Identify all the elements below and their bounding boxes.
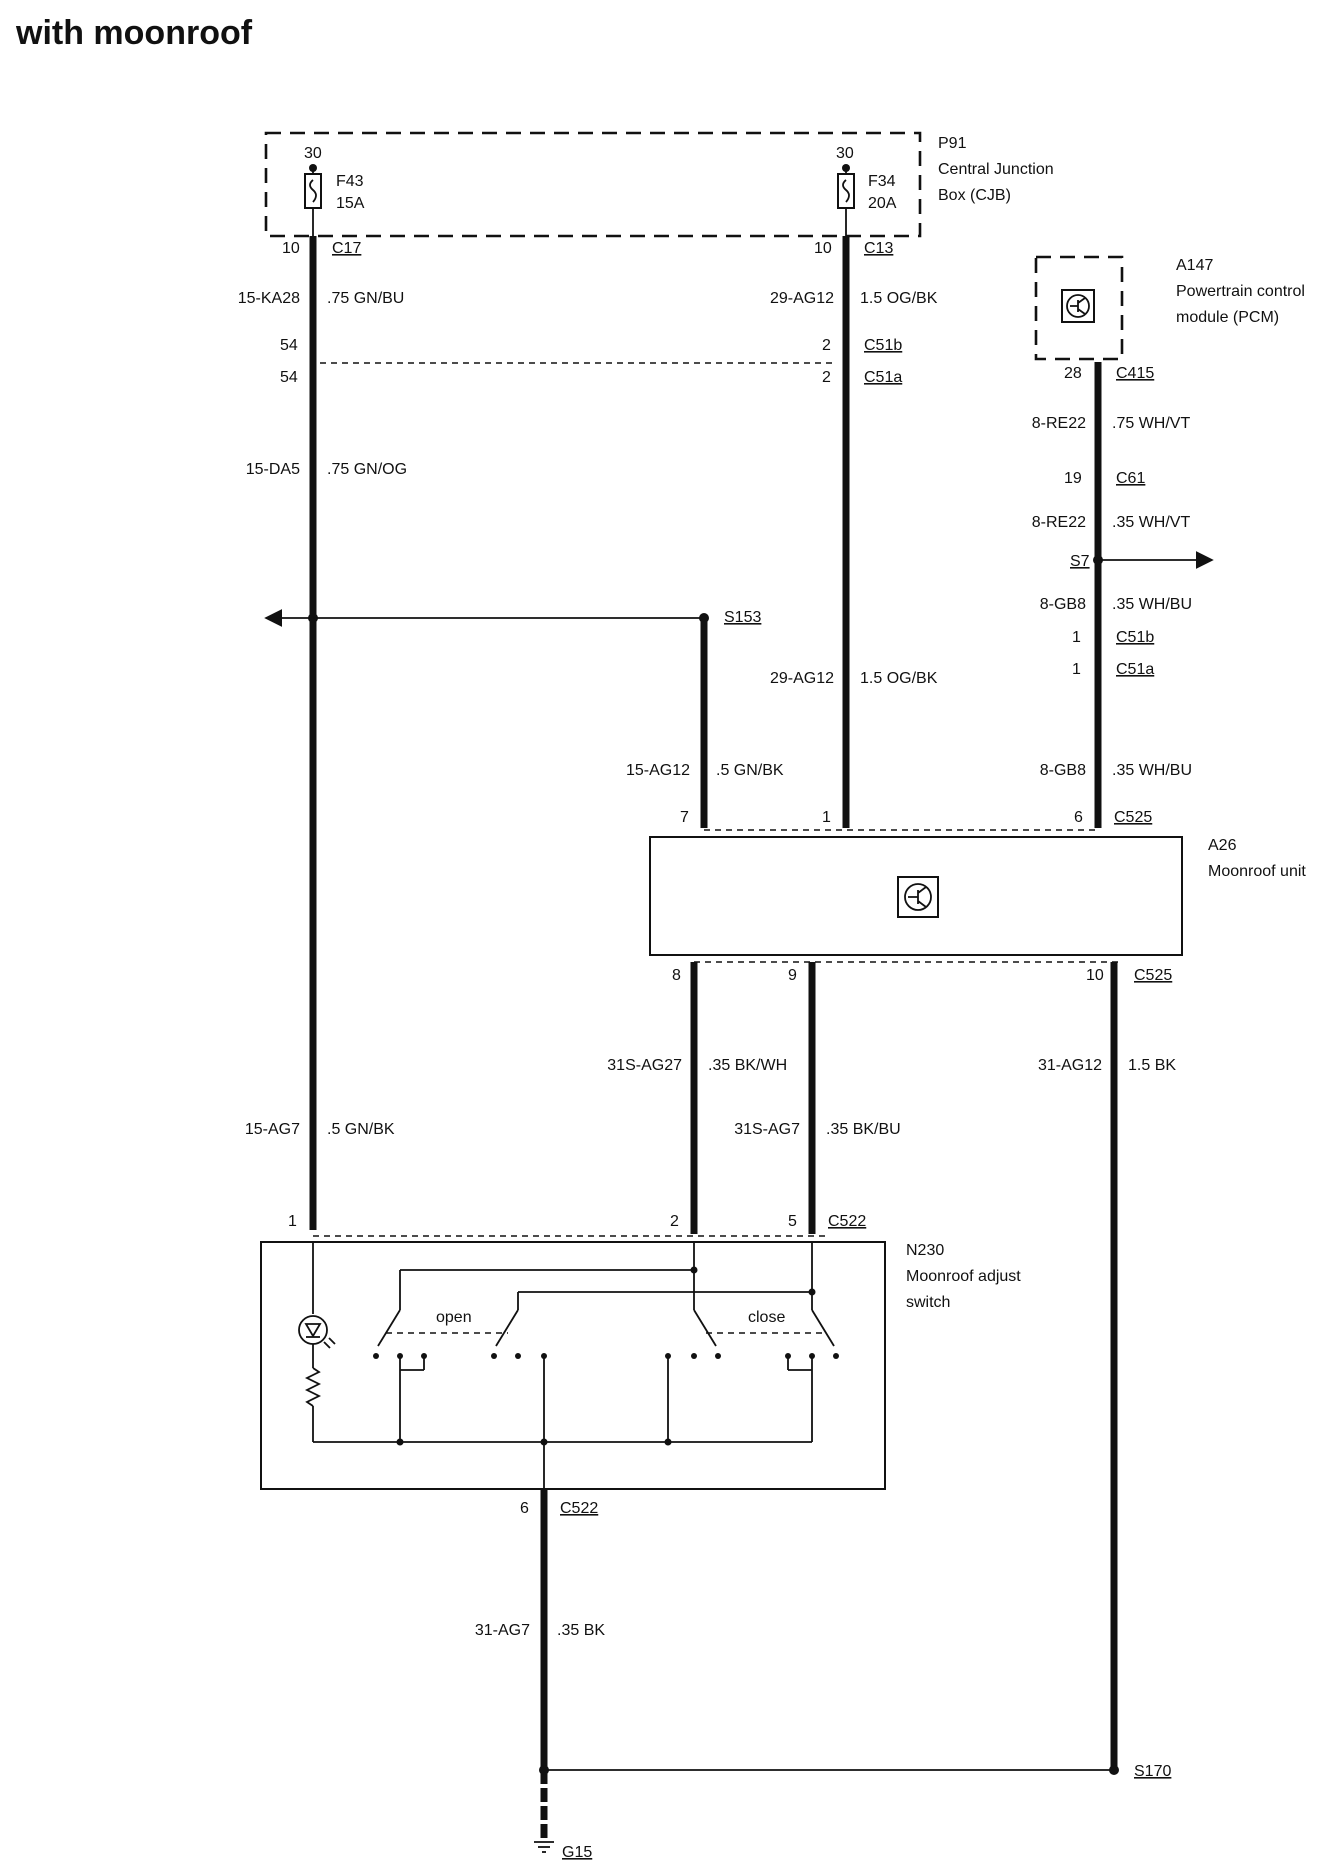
wire-spec: .35 BK/BU [826,1121,901,1138]
connector-c51a: C51a [864,369,902,386]
ground-g15: G15 [562,1844,592,1861]
wire-circuit: 8-RE22 [1032,514,1086,531]
ecu-symbol-icon [897,876,939,918]
wire-spec: .5 GN/BK [716,762,784,779]
wire-spec: .75 WH/VT [1112,415,1190,432]
wire-spec: .35 BK [557,1622,605,1639]
connector-c415: C415 [1116,365,1154,382]
wire-circuit: 29-AG12 [770,290,834,307]
connector-c522: C522 [828,1213,866,1230]
f43-id: F43 [336,173,364,190]
wire-spec: .35 BK/WH [708,1057,787,1074]
wire-circuit: 15-AG7 [245,1121,300,1138]
wire-spec: .35 WH/VT [1112,514,1190,531]
pin-label: 2 [822,369,831,386]
splice-s7: S7 [1070,553,1090,570]
a26-id: A26 [1208,837,1237,854]
wire-circuit: 15-KA28 [238,290,300,307]
pin-label: 54 [280,337,298,354]
wire-circuit: 31-AG7 [475,1622,530,1639]
p91-id: P91 [938,135,967,152]
ground-icon [534,1841,554,1853]
switch-close-label: close [748,1309,785,1326]
pin-label: 19 [1064,470,1082,487]
pin-label: 10 [282,240,300,257]
wire-spec: .75 GN/BU [327,290,404,307]
pin-label: 2 [670,1213,679,1230]
a147-id: A147 [1176,257,1213,274]
f43-pin: 30 [304,145,322,162]
n230-id: N230 [906,1242,944,1259]
f43-rating: 15A [336,195,365,212]
connector-c17: C17 [332,240,361,257]
connector-c61: C61 [1116,470,1145,487]
f34-rating: 20A [868,195,897,212]
splice-s170: S170 [1134,1763,1171,1780]
wire-spec: .75 GN/OG [327,461,407,478]
pin-label: 7 [680,809,689,826]
wire-circuit: 15-AG12 [626,762,690,779]
pin-label: 54 [280,369,298,386]
a26-name-1: Moonroof unit [1208,863,1306,880]
pin-label: 28 [1064,365,1082,382]
pin-label: 5 [788,1213,797,1230]
wire-circuit: 31S-AG7 [734,1121,800,1138]
wire-circuit: 29-AG12 [770,670,834,687]
fuse-f34: 30 F34 20A [836,145,897,236]
moonroof-switch-box [260,1241,886,1490]
led-icon [298,1315,336,1349]
wire-spec: .35 WH/BU [1112,596,1192,613]
p91-name-1: Central Junction [938,161,1054,178]
pcm-box [1034,255,1124,361]
page-title: with moonroof [16,14,253,52]
fuse-f43: 30 F43 15A [304,145,365,236]
ecu-symbol-icon [1061,289,1095,323]
n230-name-1: Moonroof adjust [906,1268,1021,1285]
pin-label: 1 [1072,661,1081,678]
switch-internals: open close [298,1242,839,1489]
wire-circuit: 8-RE22 [1032,415,1086,432]
a147-name-1: Powertrain control [1176,283,1305,300]
f34-pin: 30 [836,145,854,162]
a147-name-2: module (PCM) [1176,309,1279,326]
wire-spec: .5 GN/BK [327,1121,395,1138]
n230-name-2: switch [906,1294,950,1311]
connector-c51a: C51a [1116,661,1154,678]
connector-c13: C13 [864,240,893,257]
p91-name-2: Box (CJB) [938,187,1011,204]
cjb-box [264,131,922,238]
wire-circuit: 8-GB8 [1040,762,1086,779]
connector-c525: C525 [1114,809,1152,826]
wire-spec: 1.5 OG/BK [860,670,938,687]
pin-label: 10 [814,240,832,257]
pin-label: 2 [822,337,831,354]
pin-label: 10 [1086,967,1104,984]
wire-spec: .35 WH/BU [1112,762,1192,779]
pin-label: 1 [288,1213,297,1230]
pin-label: 6 [1074,809,1083,826]
connector-c522: C522 [560,1500,598,1517]
wire-spec: 1.5 OG/BK [860,290,938,307]
wire-spec: 1.5 BK [1128,1057,1176,1074]
pin-label: 8 [672,967,681,984]
pin-label: 1 [822,809,831,826]
switch-open-label: open [436,1309,472,1326]
wire-circuit: 15-DA5 [246,461,300,478]
wire-circuit: 8-GB8 [1040,596,1086,613]
wire-circuit: 31-AG12 [1038,1057,1102,1074]
pin-label: 9 [788,967,797,984]
pin-label: 1 [1072,629,1081,646]
f34-id: F34 [868,173,896,190]
pin-label: 6 [520,1500,529,1517]
resistor-icon [304,1367,322,1407]
connector-c525: C525 [1134,967,1172,984]
splice-s153: S153 [724,609,761,626]
connector-c51b: C51b [864,337,902,354]
wire-circuit: 31S-AG27 [607,1057,682,1074]
connector-c51b: C51b [1116,629,1154,646]
